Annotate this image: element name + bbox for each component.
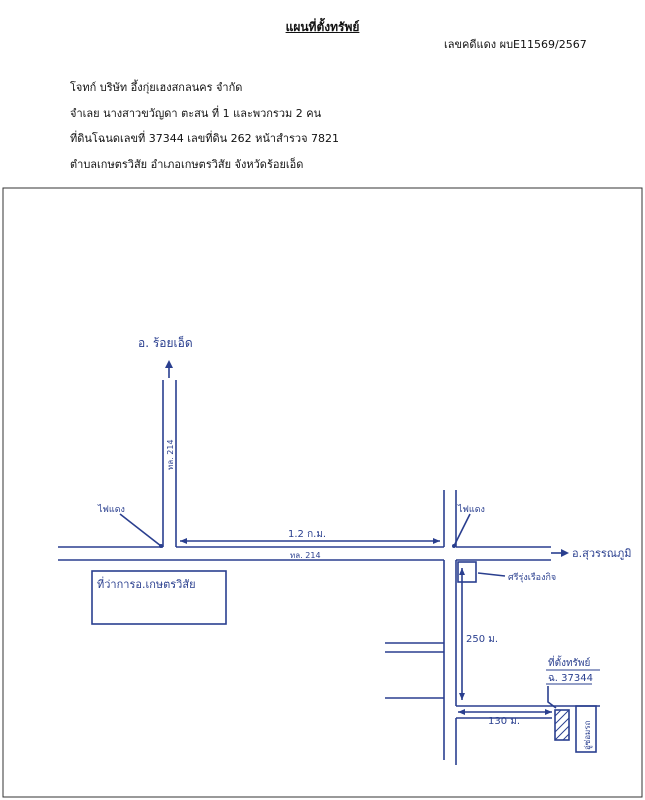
label-district-office: ที่ว่าการอ.เกษตรวิสัย [97,576,196,591]
plaintiff-line: โจทก์ บริษัท อึ้งกุ่ยเฮงสกลนคร จำกัด [70,81,243,94]
label-distance-road: 1.2 ก.ม. [288,529,326,540]
label-deed: ฉ. 37344 [548,673,593,684]
shop-box [457,561,477,583]
district-office-box [91,570,227,625]
label-hwy-vertical: ทล. 214 [166,439,175,470]
property-hatch [554,717,570,733]
map-frame [2,187,643,798]
property-hatch [562,733,570,741]
label-to-roiet: อ. ร้อยเอ็ด [138,335,193,350]
light-left-dot [159,544,163,548]
label-garage: อู่ซ่อมรถ [583,720,593,750]
shop-leader [477,572,506,577]
label-to-suvarnabhumi: อ.สุวรรณภูมิ [572,547,632,560]
label-distance-lane: 130 ม. [488,716,520,727]
north-arrowhead [165,360,173,368]
property-box [554,709,570,741]
arrowhead-lane-right [545,709,552,715]
label-shop: ศรีรุ่งเรืองกิจ [508,572,556,583]
arrowhead-road-right [433,538,440,544]
light-right-leader [453,513,471,547]
label-light-left: ไฟแดง [97,504,125,515]
light-left-leader [119,513,162,547]
arrowhead-lane-left [458,709,465,715]
garage-box [575,705,597,753]
deed-line: ที่ดินโฉนดเลขที่ 37344 เลขที่ดิน 262 หน้… [70,132,340,145]
property-leader [547,686,557,709]
case-number: เลขคดีแดง ผบE11569/2567 [444,38,587,51]
arrowhead-road-left [180,538,187,544]
property-hatch [554,709,562,717]
label-property: ที่ตั้งทรัพย์ [548,655,590,669]
light-right-dot [452,544,456,548]
arrowhead-side-bottom [459,693,465,700]
property-hatch [554,709,570,725]
defendant-line: จำเลย นางสาวขวัญดา ตะสน ที่ 1 และพวกรวม … [70,107,322,120]
location-line: ตำบลเกษตรวิสัย อำเภอเกษตรวิสัย จังหวัดร้… [70,158,304,171]
east-arrowhead [561,549,569,557]
label-hwy-horizontal: ทล. 214 [290,551,321,560]
property-hatch [554,725,570,741]
arrowhead-side-top [459,568,465,575]
label-light-right: ไฟแดง [457,504,485,515]
label-distance-side: 250 ม. [466,634,498,645]
page-title: แผนที่ตั้งทรัพย์ [285,20,360,34]
